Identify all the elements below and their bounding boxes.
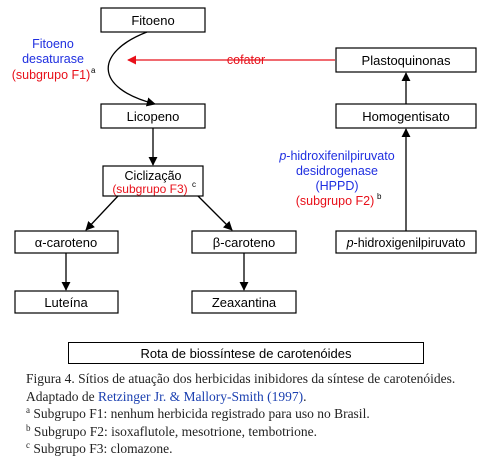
ciclizacao-label: Ciclização [125,169,182,183]
footnote-c: c Subgrupo F3: clomazone. [26,440,173,457]
hppd-label-3: (HPPD) [315,179,358,193]
luteina-box [14,290,119,314]
licopeno-label: Licopeno [127,109,180,124]
zeaxantina-label: Zeaxantina [212,295,277,310]
enzyme-label-fitoeno: Fitoeno [32,37,74,51]
luteina-label: Luteína [44,295,88,310]
fitoeno-box [100,7,206,33]
footnote-b: b Subgrupo F2: isoxaflutole, mesotrione,… [26,422,317,439]
homogentisato-box [335,103,477,129]
beta-caroteno-label: β-caroteno [213,235,275,250]
fitoeno-label: Fitoeno [131,13,174,28]
plastoquinonas-box [335,47,477,73]
plastoquinonas-label: Plastoquinonas [362,53,451,68]
ciclizacao-footnote-mark: c [192,180,196,189]
homogentisato-label: Homogentisato [362,109,449,124]
footnote-a: a Subgrupo F1: nenhum herbicida registra… [26,405,370,422]
hidroxigenilpiruvato-label: p-hidroxigenilpiruvato [346,236,466,250]
ciclizacao-to-beta-arrow [197,195,233,231]
hppd-label-2: desidrogenase [296,164,378,178]
f2-footnote-mark: b [377,192,382,201]
caption-end: . [303,388,307,404]
zeaxantina-box [191,290,297,314]
diagram-title: Rota de biossíntese de carotenóides [68,342,424,364]
enzyme-label-f1: (subgrupo F1) [12,68,91,82]
enzyme-label-desaturase: desaturase [22,52,84,66]
ciclizacao-to-alfa-arrow [85,195,119,231]
biosynthesis-diagram: Fitoeno Licopeno Ciclização (subgrupo F3… [12,7,477,314]
ciclizacao-box [102,165,204,197]
caption-text: Figura 4. Sítios de atuação dos herbicid… [26,371,456,404]
licopeno-box [100,103,206,129]
ciclizacao-subgroup: (subgrupo F3) [112,182,187,196]
fitoeno-to-licopeno-arrow [107,31,156,107]
hppd-label-1: p-hidroxifenilpiruvato [278,149,394,163]
caption-citation[interactable]: Retzinger Jr. & Mallory-Smith (1997) [97,388,304,404]
cofator-label: cofator [227,53,265,67]
f1-footnote-mark: a [91,66,96,75]
alfa-caroteno-label: α-caroteno [35,235,97,250]
figure-caption: Figura 4. Sítios de atuação dos herbicid… [26,370,491,458]
hppd-label-f2: (subgrupo F2) [296,194,375,208]
